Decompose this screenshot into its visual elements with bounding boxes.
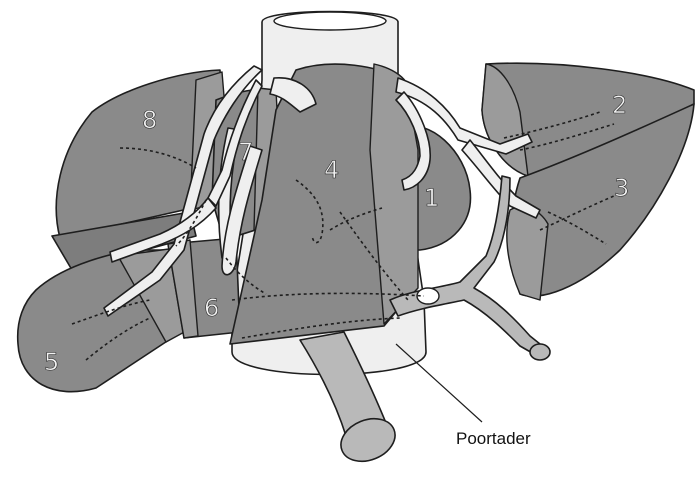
segment-label-7: 7 — [238, 138, 253, 166]
segment-label-4: 4 — [324, 156, 339, 184]
segment-label-2: 2 — [612, 91, 627, 119]
callout-leader-line — [396, 344, 482, 422]
segment-label-3: 3 — [614, 174, 629, 202]
segment-label-5: 5 — [44, 348, 59, 376]
segment-label-1: 1 — [424, 184, 439, 212]
segment-label-8: 8 — [142, 106, 157, 134]
segment-label-6: 6 — [204, 294, 219, 322]
callout-label: Poortader — [456, 429, 531, 448]
